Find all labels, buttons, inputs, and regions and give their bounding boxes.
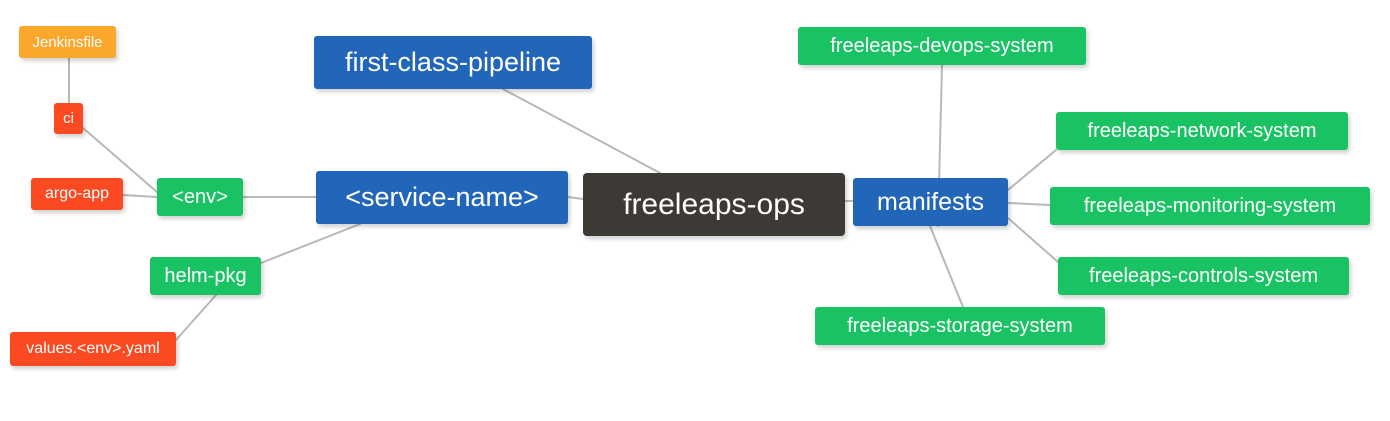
- node-freeleaps-controls-system[interactable]: freeleaps-controls-system: [1058, 257, 1349, 295]
- edge-manifests-to-freeleaps-network-system: [1007, 149, 1057, 191]
- edge-first-class-pipeline-to-freeleaps-ops: [502, 88, 661, 174]
- node-freeleaps-ops[interactable]: freeleaps-ops: [583, 173, 845, 236]
- edge-manifests-to-freeleaps-monitoring-system: [1007, 202, 1051, 206]
- node-env[interactable]: <env>: [157, 178, 243, 216]
- node-manifests[interactable]: manifests: [853, 178, 1008, 226]
- edge-values-env-yaml-to-helm-pkg: [175, 294, 217, 341]
- node-argo-app[interactable]: argo-app: [31, 178, 123, 210]
- node-ci[interactable]: ci: [54, 103, 83, 134]
- edge-manifests-to-freeleaps-storage-system: [929, 225, 964, 308]
- node-jenkinsfile[interactable]: Jenkinsfile: [19, 26, 116, 58]
- node-service-name[interactable]: <service-name>: [316, 171, 568, 224]
- node-first-class-pipeline[interactable]: first-class-pipeline: [314, 36, 592, 89]
- node-freeleaps-monitoring-system[interactable]: freeleaps-monitoring-system: [1050, 187, 1370, 225]
- edge-helm-pkg-to-service-name: [260, 223, 361, 264]
- edge-service-name-to-freeleaps-ops: [567, 196, 584, 200]
- node-helm-pkg[interactable]: helm-pkg: [150, 257, 261, 295]
- edge-argo-app-to-env: [122, 194, 158, 198]
- node-freeleaps-devops-system[interactable]: freeleaps-devops-system: [798, 27, 1086, 65]
- node-freeleaps-storage-system[interactable]: freeleaps-storage-system: [815, 307, 1105, 345]
- node-freeleaps-network-system[interactable]: freeleaps-network-system: [1056, 112, 1348, 150]
- node-values-env-yaml[interactable]: values.<env>.yaml: [10, 332, 176, 366]
